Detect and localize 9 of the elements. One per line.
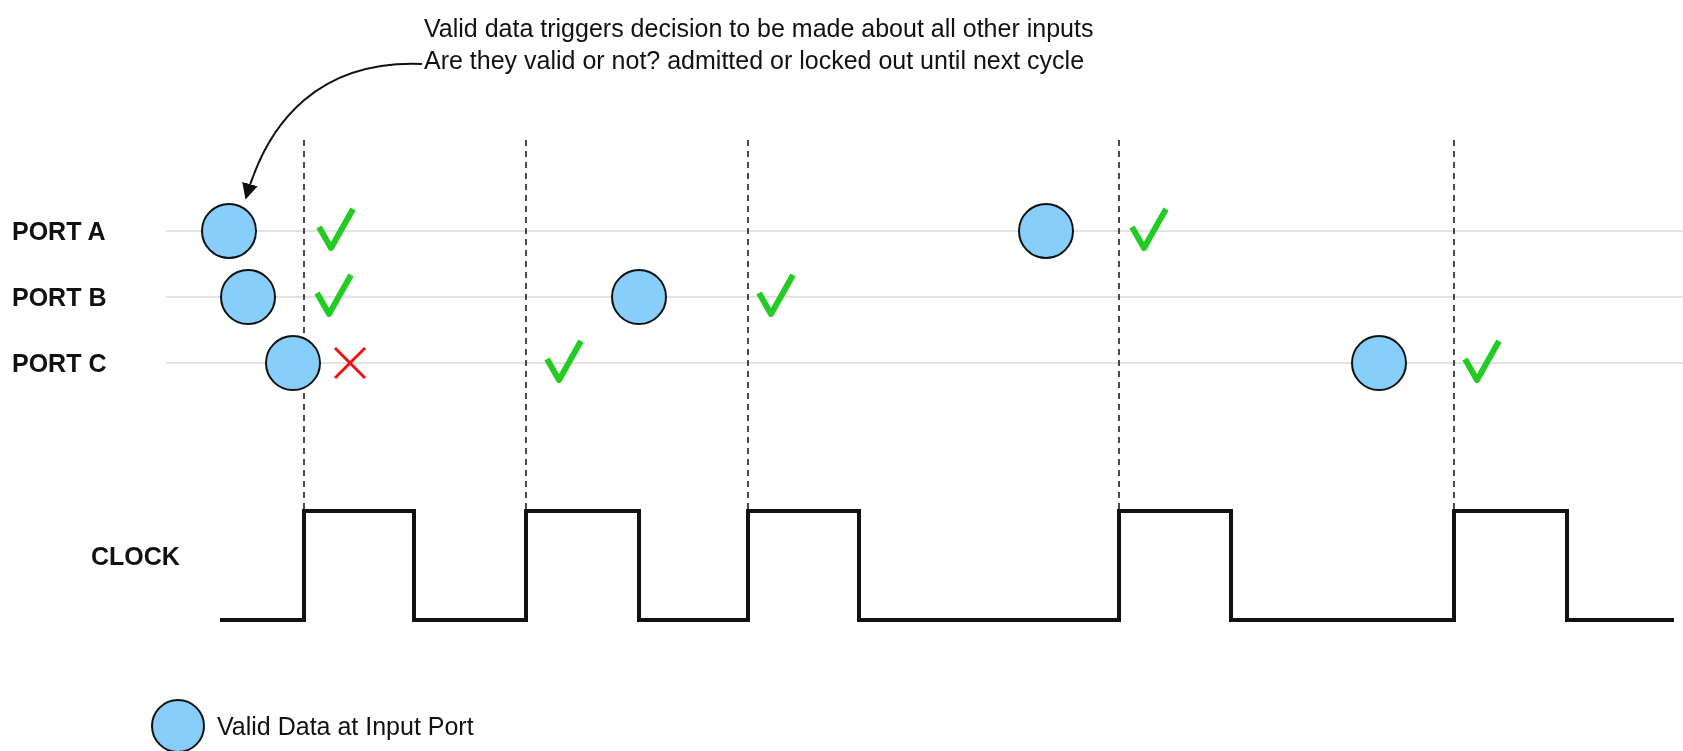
signal-label: PORT C: [12, 348, 107, 378]
signal-label: CLOCK: [91, 541, 180, 571]
curved-arrow: [242, 63, 423, 200]
signal-label: PORT A: [12, 216, 106, 246]
annotation-text: Are they valid or not? admitted or locked out until next cycle: [424, 45, 1086, 76]
annotation-text: Valid data triggers decision to be made about all other inputs: [424, 13, 1095, 44]
legend-text: Valid Data at Input Port: [217, 711, 474, 741]
valid-data-marker: [201, 203, 257, 259]
signal-label: PORT B: [12, 282, 107, 312]
